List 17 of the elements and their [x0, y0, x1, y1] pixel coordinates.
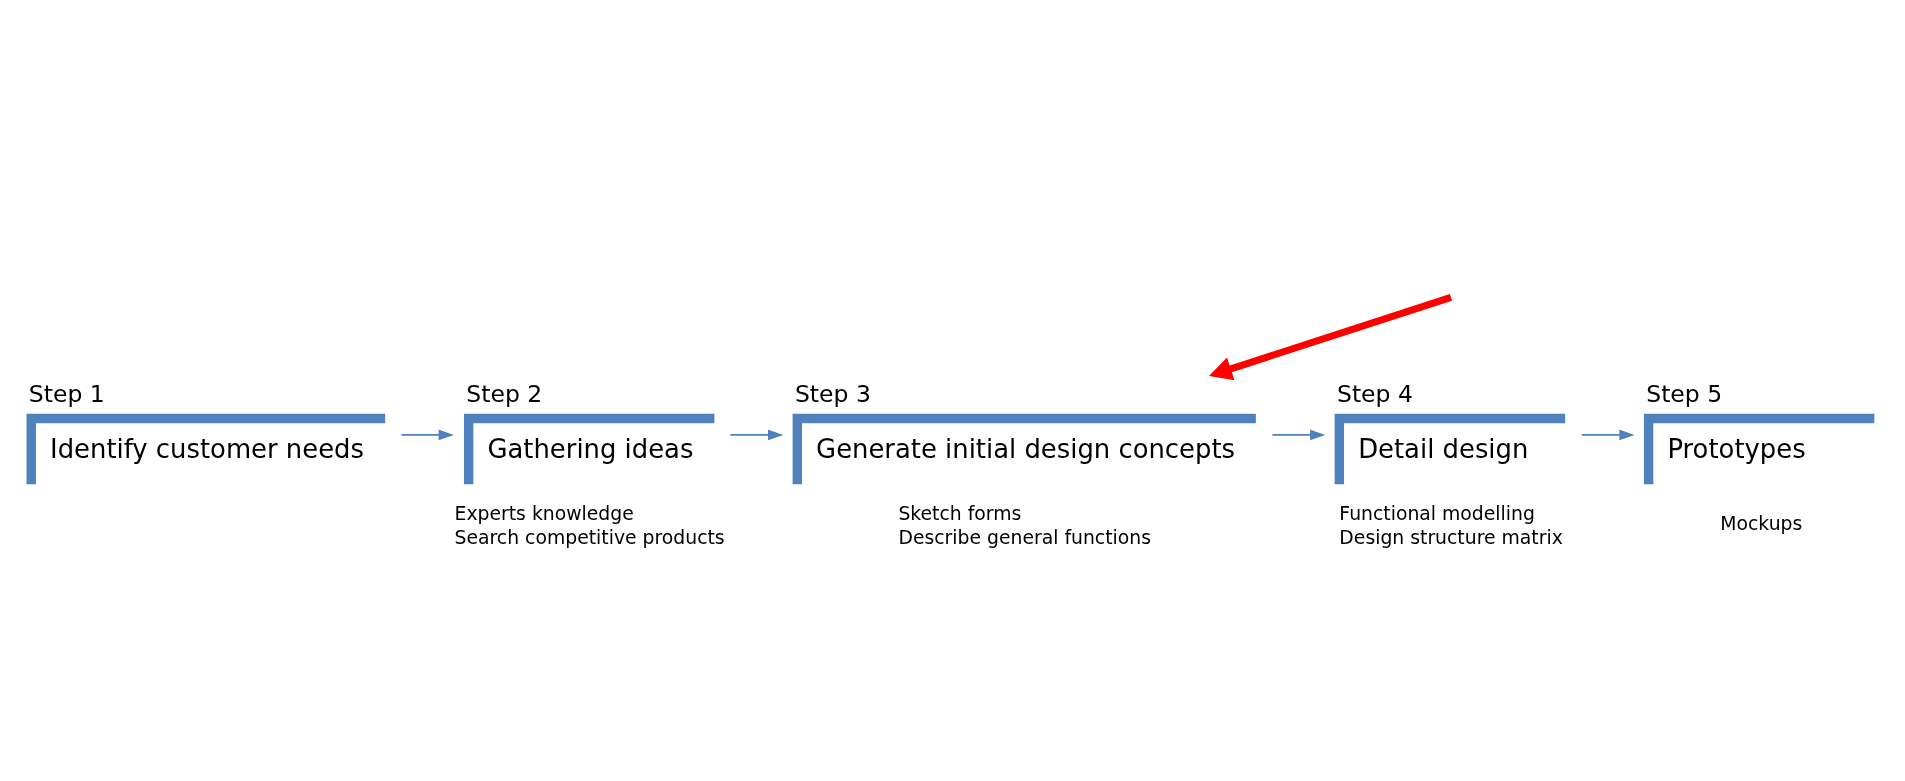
node-text: Step 5 Prototypes: [1646, 379, 1806, 464]
node-text: Step 2 Gathering ideas: [466, 379, 694, 464]
arrow: [400, 429, 454, 441]
arrow: [1271, 429, 1326, 441]
arrow: [1580, 429, 1635, 441]
node-text: Step 1 Identify customer needs: [28, 379, 364, 464]
node-label: Sketch forms: [898, 503, 1022, 525]
node-text: Step 4 Detail design: [1337, 379, 1529, 464]
node-label: Experts knowledge: [454, 503, 634, 525]
arrow: [729, 429, 784, 441]
node-label: Design structure matrix: [1339, 527, 1563, 549]
arrow: [1208, 294, 1453, 381]
node-label: Functional modelling: [1339, 503, 1535, 525]
node-label: Describe general functions: [898, 527, 1151, 549]
node-text: Step 3 Generate initial design concepts: [794, 379, 1236, 464]
node-label: Search competitive products: [454, 527, 725, 549]
node-label: Mockups: [1720, 512, 1803, 534]
